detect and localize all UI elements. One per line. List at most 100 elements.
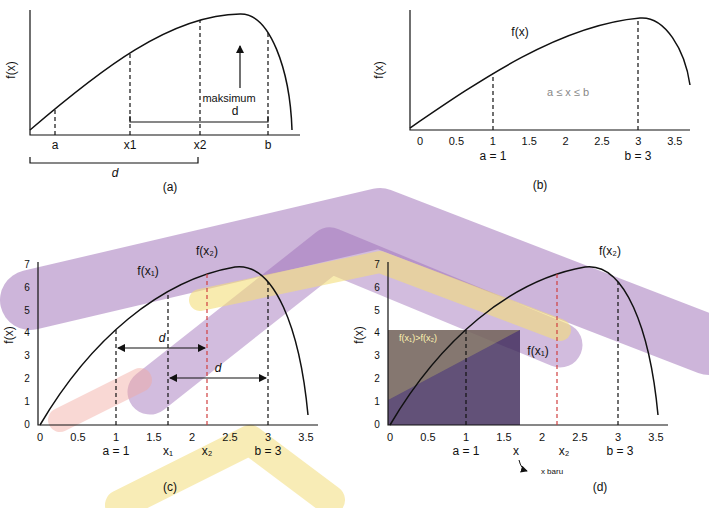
tick-label: 6: [24, 282, 30, 294]
shaded-box: [388, 330, 520, 425]
tick-label: 2: [24, 373, 30, 385]
dashed-line: [267, 282, 268, 425]
dashed-line: [492, 74, 493, 130]
dashed-line: [129, 53, 130, 135]
watermark: [30, 218, 709, 505]
d-arrow: [170, 377, 266, 378]
tick-label: 1.5: [522, 135, 537, 148]
curve: [390, 267, 658, 425]
panel-d: [388, 262, 668, 471]
dashed-line: [637, 18, 638, 130]
tick-label: 1.5: [496, 431, 511, 444]
tick-label: 4: [374, 328, 380, 340]
panel-c: [38, 262, 318, 425]
tick-label: 1.5: [146, 431, 161, 444]
axes: [410, 10, 690, 130]
tick-label: 1: [374, 396, 380, 408]
tick-label: 4: [24, 328, 30, 340]
tick-label: 2: [563, 135, 569, 148]
tick-label: 2: [539, 431, 545, 444]
axes: [388, 262, 668, 425]
curve-label: f(x₂): [196, 245, 218, 259]
tick-label: 3.5: [648, 431, 663, 444]
tick-label: 2.5: [594, 135, 609, 148]
curve-label: f(x₁): [527, 345, 548, 359]
dashed-line: [206, 274, 207, 425]
d-arrow: [118, 347, 205, 348]
tick-label: 0.5: [449, 135, 464, 148]
dimension-label: d: [215, 362, 222, 376]
tick-label: 0.5: [70, 431, 85, 444]
dashed-line: [54, 109, 55, 135]
point-label: b = 3: [254, 445, 281, 459]
tick-label: 1: [463, 431, 469, 444]
tick-label: 7: [374, 259, 380, 271]
point-label: x: [513, 445, 519, 459]
range-label: a ≤ x ≤ b: [547, 86, 589, 99]
dimension-label: d: [232, 105, 239, 119]
dashed-line: [115, 330, 116, 425]
tick-label: 0: [37, 431, 43, 444]
curve-label: f(x₂): [599, 245, 621, 259]
point-label: a = 1: [479, 150, 506, 164]
condition-label: f(x₁)>f(x₂): [399, 333, 437, 343]
dashed-line: [199, 20, 200, 135]
tick-label: 1: [24, 396, 30, 408]
tick-label: 0.5: [420, 431, 435, 444]
panel-b: [410, 10, 690, 130]
curve-label: f(x): [511, 26, 528, 40]
curve: [30, 14, 292, 130]
tick-label: 2: [374, 373, 380, 385]
tick-label: 3: [24, 351, 30, 363]
dimension-label: d: [159, 332, 166, 346]
point-label: a: [52, 139, 59, 153]
point-label: a = 1: [102, 445, 129, 459]
dashed-line: [556, 274, 557, 425]
tick-label: 3: [615, 431, 621, 444]
panel-label: (d): [593, 481, 608, 495]
tick-label: 3.5: [667, 135, 682, 148]
d-bracket: [30, 157, 198, 163]
tick-label: 1: [490, 135, 496, 148]
tick-label: 5: [24, 305, 30, 317]
point-label: x₂: [559, 445, 570, 459]
dashed-line: [465, 330, 466, 425]
point-label: x1: [124, 139, 137, 153]
point-label: a = 1: [452, 445, 479, 459]
tick-label: 3: [374, 351, 380, 363]
tick-label: 2.5: [572, 431, 587, 444]
dimension-label: d: [112, 167, 119, 181]
tick-label: 0: [417, 135, 423, 148]
panel-label: (a): [163, 181, 178, 195]
maximum-arrow: [239, 46, 240, 88]
point-label: x₂: [202, 445, 213, 459]
annotation: x baru: [541, 467, 563, 476]
dashed-line: [617, 282, 618, 425]
tick-label: 0: [387, 431, 393, 444]
axis-label: f(x): [3, 326, 17, 343]
tick-label: 3.5: [298, 431, 313, 444]
point-label: b = 3: [624, 150, 651, 164]
point-label: x2: [194, 139, 207, 153]
panel-label: (b): [533, 179, 548, 193]
axes: [38, 262, 318, 425]
point-label: b = 3: [606, 445, 633, 459]
tick-label: 2.5: [222, 431, 237, 444]
curve: [40, 267, 308, 425]
axis-label: f(x): [353, 326, 367, 343]
d-bracket: [130, 116, 268, 122]
curve-label: f(x₁): [137, 265, 158, 279]
tick-label: 0: [24, 419, 30, 431]
axes: [30, 10, 300, 135]
curve: [410, 18, 690, 128]
tick-label: 2: [189, 431, 195, 444]
annotation: maksimum: [202, 92, 255, 105]
axis-label: f(x): [5, 61, 19, 78]
point-label: x₁: [163, 445, 173, 459]
tick-label: 3: [635, 135, 641, 148]
axis-label: f(x): [373, 61, 387, 78]
tick-label: 3: [265, 431, 271, 444]
tick-label: 0: [374, 419, 380, 431]
tick-label: 5: [374, 305, 380, 317]
tick-label: 1: [113, 431, 119, 444]
